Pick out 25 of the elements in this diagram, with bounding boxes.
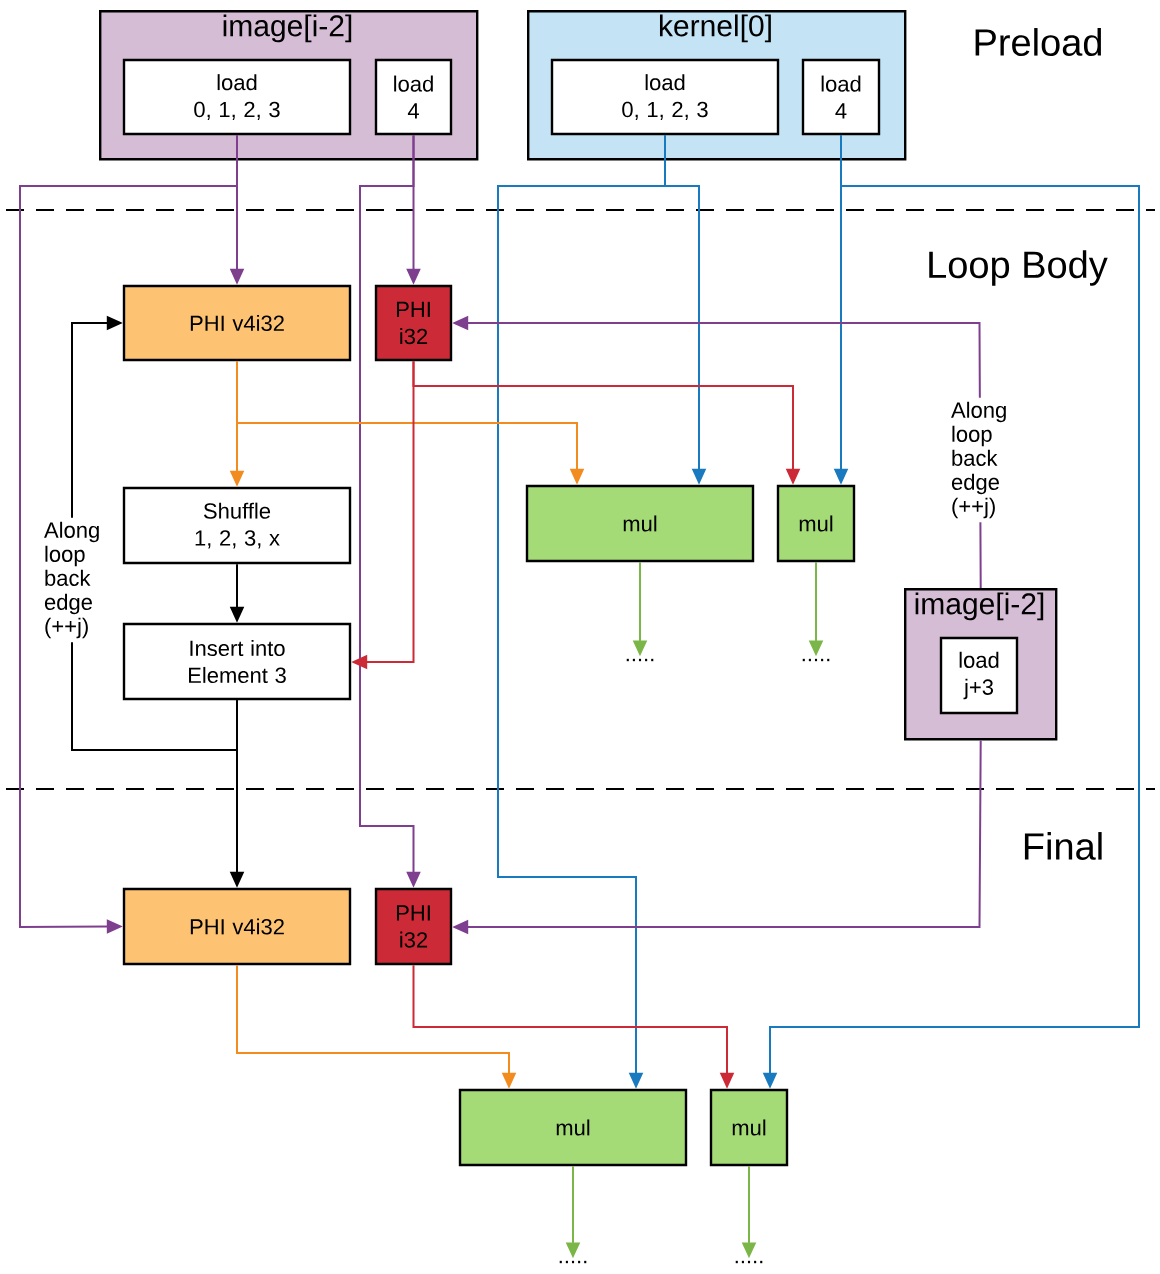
process-box: mul bbox=[458, 1088, 688, 1167]
section-label: Loop Body bbox=[929, 250, 1108, 286]
arrow bbox=[19, 134, 238, 934]
process-box: load 4 bbox=[801, 58, 881, 136]
process-box: load j+3 bbox=[939, 636, 1019, 715]
continuation-dots: ..... bbox=[626, 658, 654, 662]
process-box: mul bbox=[776, 484, 856, 563]
edge-label: Along loop back edge (++j) bbox=[40, 517, 120, 643]
section-label: Preload bbox=[975, 28, 1101, 56]
process-box: PHI i32 bbox=[374, 887, 453, 966]
continuation-dots: ..... bbox=[802, 658, 830, 662]
process-box: load 4 bbox=[374, 58, 453, 136]
edge-label: Along loop back edge (++j) bbox=[947, 397, 1027, 523]
process-box: PHI v4i32 bbox=[122, 887, 352, 966]
process-box: PHI i32 bbox=[374, 284, 453, 362]
section-label: Final bbox=[1024, 832, 1102, 860]
process-box: load 0, 1, 2, 3 bbox=[550, 58, 780, 136]
process-box: mul bbox=[525, 484, 755, 563]
process-box: Shuffle 1, 2, 3, x bbox=[122, 486, 352, 565]
continuation-dots: ..... bbox=[559, 1260, 587, 1264]
process-box: mul bbox=[709, 1088, 789, 1167]
process-box: PHI v4i32 bbox=[122, 284, 352, 362]
process-box: load 0, 1, 2, 3 bbox=[122, 58, 352, 136]
continuation-dots: ..... bbox=[735, 1260, 763, 1264]
process-box: Insert into Element 3 bbox=[122, 622, 352, 701]
